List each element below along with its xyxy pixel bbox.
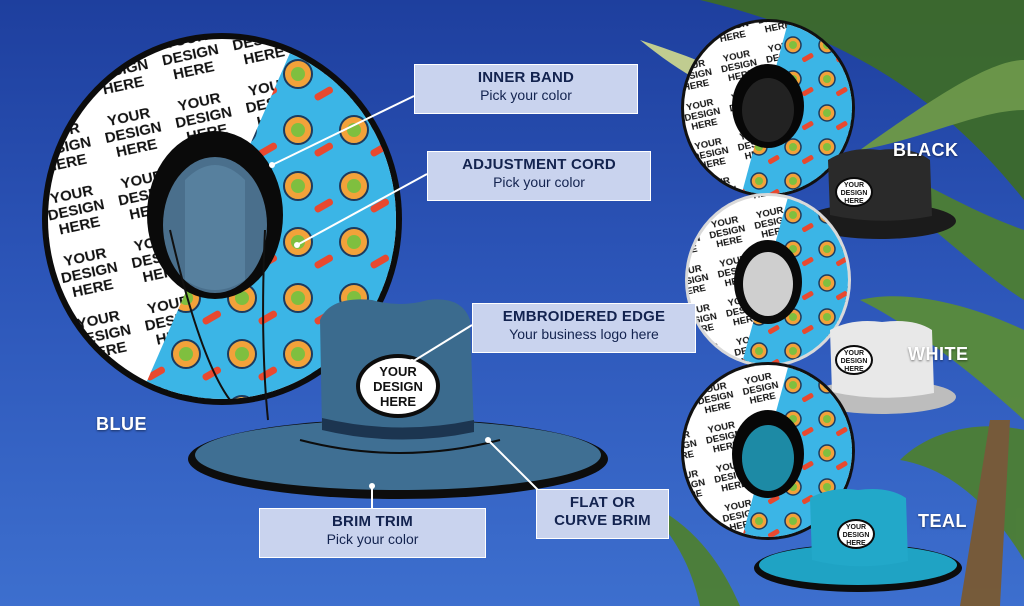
flat-brim-line1: FLAT OR (569, 494, 636, 511)
white-hat-underside (685, 193, 851, 367)
brim-trim-callout: BRIM TRIM Pick your color (259, 508, 486, 558)
black-patch-line3: HERE (844, 198, 864, 205)
logo-patch-line1: YOUR (379, 364, 417, 379)
blue-hat-logo-patch (356, 354, 440, 418)
adjustment-cord-title: ADJUSTMENT CORD (462, 156, 616, 173)
inner-band-callout: INNER BAND Pick your color (414, 64, 638, 114)
adjustment-cord-subtitle: Pick your color (493, 174, 585, 190)
embroidered-edge-callout: EMBROIDERED EDGE Your business logo here (472, 303, 696, 353)
adjustment-cord-callout: ADJUSTMENT CORD Pick your color (427, 151, 651, 201)
white-patch-line1: YOUR (844, 350, 864, 357)
black-hat-underside (681, 19, 855, 197)
logo-patch-line3: HERE (380, 394, 416, 409)
black-label: BLACK (893, 140, 959, 160)
inner-band-subtitle: Pick your color (480, 87, 572, 103)
white-patch-line2: DESIGN (841, 358, 868, 365)
flat-brim-line2: CURVE BRIM (554, 512, 651, 529)
teal-hat-underside (681, 362, 855, 540)
blue-hat-side (188, 299, 608, 499)
teal-patch-line2: DESIGN (843, 532, 870, 539)
callout-dots (269, 162, 491, 489)
callout-leader-lines (271, 95, 541, 510)
white-hat-side (808, 321, 956, 414)
teal-patch-line3: HERE (846, 540, 866, 547)
white-patch-line3: HERE (844, 366, 864, 373)
black-hat-side (804, 149, 956, 239)
teal-patch-line1: YOUR (846, 524, 866, 531)
flat-brim-callout: FLAT OR CURVE BRIM (536, 489, 669, 539)
teal-label: TEAL (918, 511, 967, 531)
inner-band-title: INNER BAND (477, 69, 575, 86)
embroidered-edge-subtitle: Your business logo here (509, 326, 659, 342)
black-patch-line1: YOUR (844, 182, 864, 189)
brim-trim-subtitle: Pick your color (326, 531, 419, 547)
black-patch-line2: DESIGN (841, 190, 868, 197)
logo-patch-line2: DESIGN (373, 379, 423, 394)
teal-hat-side (754, 489, 962, 592)
embroidered-edge-title: EMBROIDERED EDGE (502, 308, 666, 325)
brim-trim-title: BRIM TRIM (332, 513, 413, 530)
white-label: WHITE (908, 344, 969, 364)
blue-label: BLUE (96, 414, 147, 434)
